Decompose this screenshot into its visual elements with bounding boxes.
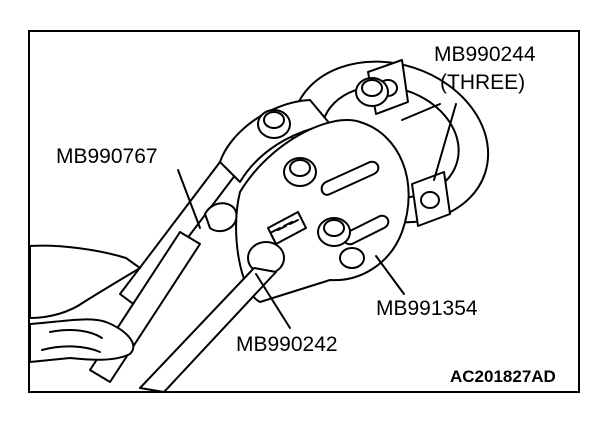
bracket-right (411, 171, 451, 227)
bolt-1 (257, 109, 291, 139)
leader-lines (177, 103, 457, 329)
label-mb991354: MB991354 (376, 297, 478, 320)
bolt-3 (283, 157, 317, 187)
label-three: (THREE) (440, 71, 526, 94)
bolt-4 (317, 217, 351, 247)
handle-mb990767 (89, 99, 331, 383)
leader-mb990767 (177, 169, 201, 229)
tool-illustration (30, 59, 490, 391)
label-mb990767: MB990767 (56, 145, 158, 168)
leader-mb991354 (375, 255, 405, 295)
stud-mb990242 (139, 211, 307, 391)
bolt-5 (339, 247, 365, 269)
label-mb990242: MB990242 (236, 333, 338, 356)
bolt-2 (355, 77, 389, 107)
leader-mb990242 (255, 273, 291, 329)
leader-mb990244-b (433, 103, 457, 181)
label-mb990244: MB990244 (434, 43, 536, 66)
leader-mb990244-a (401, 103, 441, 121)
hand (30, 244, 141, 363)
illustration-frame: MB990244 (THREE) MB990767 MB991354 MB990… (28, 30, 580, 393)
figure-code: AC201827AD (450, 367, 556, 386)
